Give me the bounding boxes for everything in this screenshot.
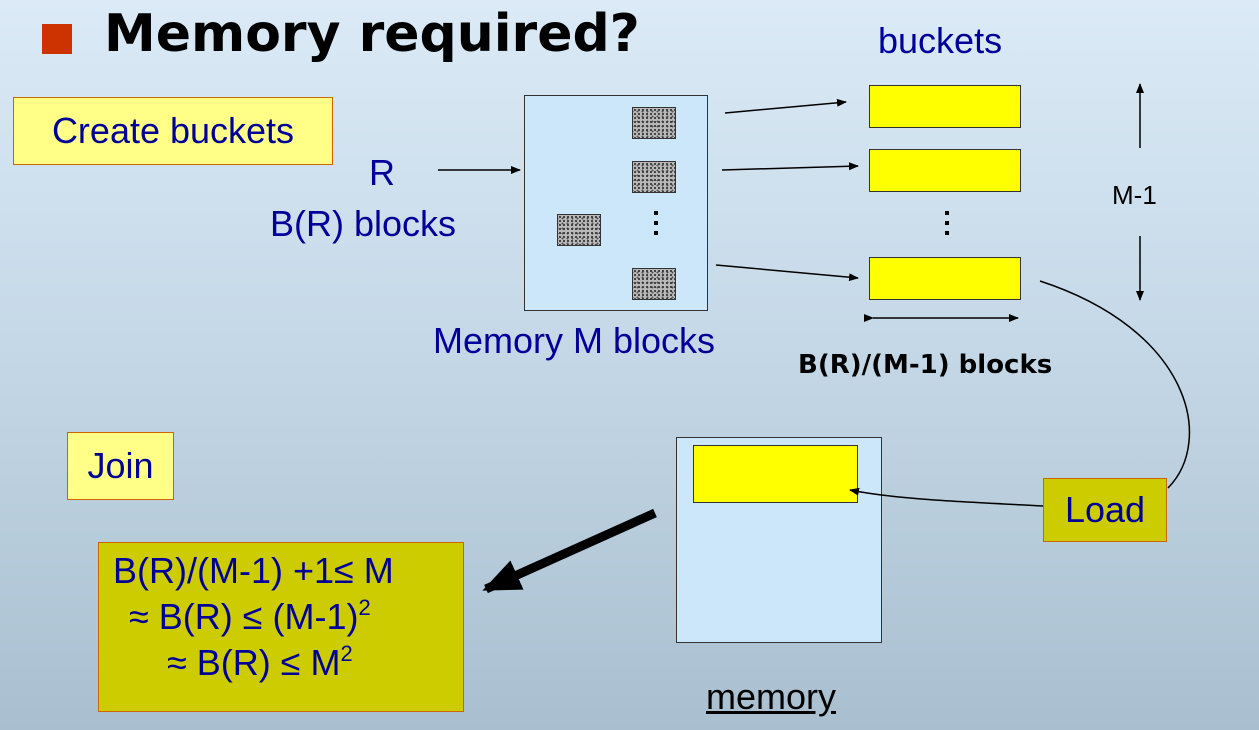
formula-line-2: ≈ B(R) ≤ (M-1)2 (129, 595, 371, 637)
load-curve (1039, 280, 1191, 489)
bucket (869, 149, 1021, 192)
memory-caption: memory (706, 676, 837, 717)
hash-arrow-2 (721, 162, 859, 171)
hash-arrow-1 (724, 98, 847, 114)
bullet-square-icon (42, 24, 72, 54)
bucket (869, 85, 1021, 128)
bucket (869, 257, 1021, 300)
bucket-size-label: B(R)/(M-1) blocks (798, 350, 1053, 380)
load-arrow (849, 487, 1044, 507)
formula-line-1: B(R)/(M-1) +1≤ M (113, 550, 394, 591)
input-buffer-block (557, 214, 601, 246)
formula-line-3: ≈ B(R) ≤ M2 (167, 641, 353, 683)
join-label: Join (67, 432, 174, 500)
formula-arrow (482, 508, 657, 594)
output-buffer-block (632, 107, 676, 139)
br-blocks-label: B(R) blocks (270, 203, 457, 244)
memory-m-blocks-label: Memory M blocks (433, 320, 716, 361)
output-buffer-block (632, 268, 676, 300)
hash-arrow-3 (715, 264, 859, 282)
memory-requirement-formula: B(R)/(M-1) +1≤ M ≈ B(R) ≤ (M-1)2 ≈ B(R) … (98, 542, 464, 712)
relation-r-label: R (369, 152, 395, 193)
load-label: Load (1043, 478, 1167, 542)
ellipsis-vertical-icon (943, 211, 951, 241)
output-buffer-block (632, 161, 676, 193)
loaded-bucket (693, 445, 858, 503)
slide-title: Memory required? (104, 4, 640, 64)
buckets-heading: buckets (878, 20, 1003, 61)
create-buckets-label: Create buckets (13, 97, 333, 165)
ellipsis-vertical-icon (652, 211, 660, 241)
m-minus-1-label: M-1 (1112, 180, 1157, 210)
memory-buffer-box (524, 95, 708, 311)
